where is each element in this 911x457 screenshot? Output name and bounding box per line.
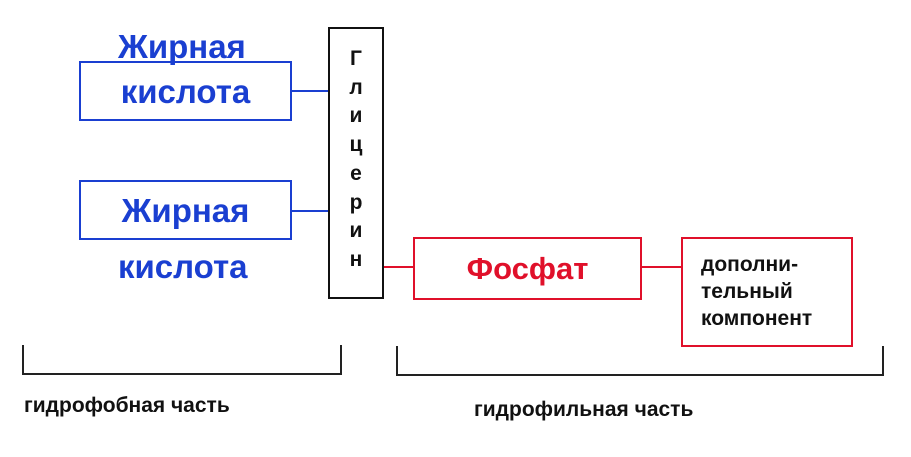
- fatty-acid-bottom-box: Жирная: [79, 180, 292, 240]
- glycerol-letter: е: [350, 161, 362, 185]
- connector-bottom-fatty-acid: [292, 210, 328, 212]
- glycerol-letter: л: [349, 75, 363, 99]
- bracket-left-tick: [22, 345, 24, 375]
- bracket-bottom: [396, 374, 884, 376]
- glycerol-box: Г л и ц е р и н: [328, 27, 384, 299]
- connector-top-fatty-acid: [292, 90, 328, 92]
- hydrophobic-caption: гидрофобная часть: [24, 394, 230, 417]
- additional-component-line: тельный: [701, 280, 793, 303]
- fatty-acid-bottom-word2: кислота: [118, 248, 248, 285]
- additional-component-line: дополни-: [701, 253, 799, 276]
- bracket-left-tick: [396, 346, 398, 376]
- bracket-right-tick: [340, 345, 342, 375]
- hydrophilic-bracket: [396, 346, 884, 376]
- fatty-acid-bottom-word1: Жирная: [121, 191, 250, 229]
- bracket-bottom: [22, 373, 342, 375]
- fatty-acid-top-box: кислота: [79, 61, 292, 121]
- glycerol-letter: и: [349, 104, 363, 128]
- glycerol-letter: Г: [350, 47, 362, 70]
- phosphate-box: Фосфат: [413, 237, 642, 300]
- fatty-acid-top-word2: кислота: [120, 72, 251, 110]
- glycerol-letter: н: [349, 247, 363, 271]
- glycerol-letter: и: [349, 219, 363, 243]
- connector-phosphate-extra: [642, 266, 681, 268]
- glycerol-letter: р: [349, 190, 363, 214]
- additional-component-line: компонент: [701, 307, 813, 330]
- additional-component-box: дополни- тельный компонент: [681, 237, 853, 347]
- phosphate-label: Фосфат: [466, 251, 589, 286]
- glycerol-letter: ц: [349, 133, 363, 157]
- fatty-acid-top-word1: Жирная: [118, 28, 246, 65]
- hydrophilic-caption: гидрофильная часть: [474, 398, 694, 421]
- connector-glycerol-phosphate: [384, 266, 413, 268]
- hydrophobic-bracket: [22, 345, 342, 375]
- bracket-right-tick: [882, 346, 884, 376]
